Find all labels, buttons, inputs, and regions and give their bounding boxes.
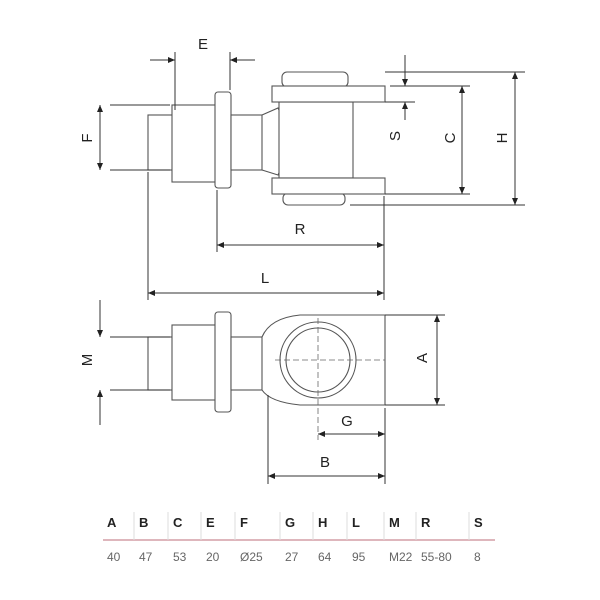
table-value-b: 47 [139,550,153,564]
table-value-a: 40 [107,550,121,564]
flange [214,311,232,413]
dim-label-s: S [387,131,404,141]
table-value-l: 95 [352,550,366,564]
dim-label-r: R [295,221,306,238]
shaft [230,336,265,391]
table-value-s: 8 [474,550,481,564]
top-plate [271,85,386,103]
table-header-c: C [173,515,183,530]
dim-label-e: E [198,36,208,53]
dim-label-f: F [79,133,96,142]
side-view: M A G B [79,300,445,484]
table-value-r: 55-80 [421,550,452,564]
dim-label-b: B [320,454,330,471]
top-view: E F R L S C H [79,36,525,300]
table-value-e: 20 [206,550,220,564]
nut [171,104,217,183]
table-value-c: 53 [173,550,187,564]
table-value-g: 27 [285,550,299,564]
hinge-body [278,101,354,179]
dimensions-table: A 40 B 47 C 53 E 20 F Ø25 G 27 H 64 L 95 M M22 R 55-80 S 8 [103,512,495,564]
flange [214,91,232,189]
table-header-f: F [240,515,248,530]
dim-label-m: M [79,354,96,367]
thread [147,336,175,391]
table-value-h: 64 [318,550,332,564]
table-header-m: M [389,515,400,530]
dim-label-l: L [261,270,269,287]
nut [171,324,217,401]
table-header-b: B [139,515,148,530]
dim-label-c: C [442,132,459,143]
bottom-plate [271,177,386,195]
table-value-f: Ø25 [240,550,263,564]
dim-label-g: G [341,413,353,430]
table-header-s: S [474,515,483,530]
table-header-g: G [285,515,295,530]
dim-label-a: A [414,353,431,363]
table-header-l: L [352,515,360,530]
table-header-h: H [318,515,327,530]
dim-label-h: H [494,133,511,144]
thread [147,114,175,171]
table-header-r: R [421,515,431,530]
bottom-cap [282,192,346,206]
table-header-e: E [206,515,215,530]
top-cap [281,71,349,88]
table-header-a: A [107,515,117,530]
shaft [230,114,265,171]
table-value-m: M22 [389,550,413,564]
